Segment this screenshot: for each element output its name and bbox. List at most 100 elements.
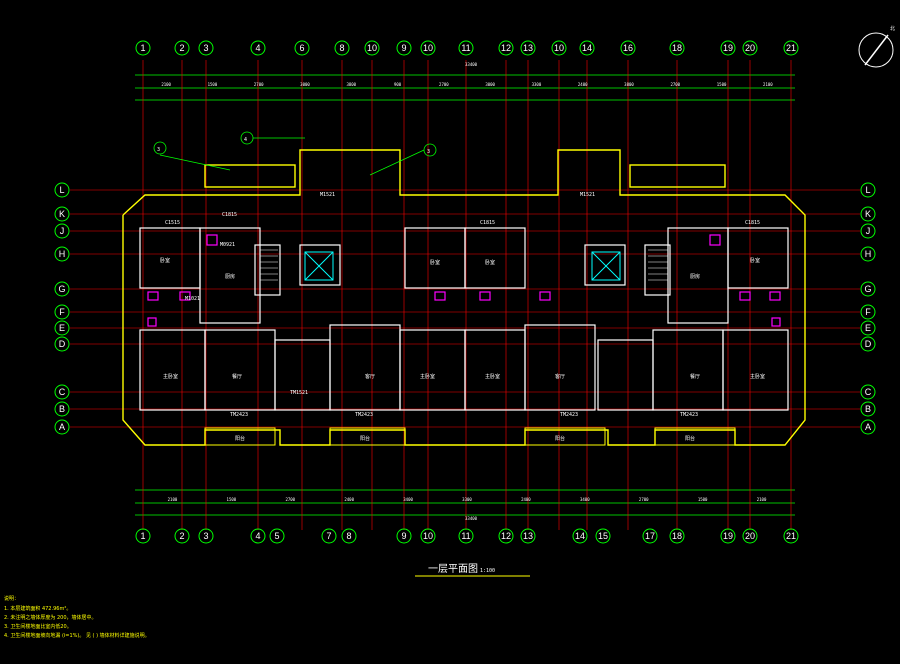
- axis-bubble-top-1: 1: [135, 40, 151, 56]
- dimension-text: 2700: [670, 82, 680, 87]
- axis-bubble-bottom-7: 7: [321, 528, 337, 544]
- window-tag: C1515: [165, 220, 180, 226]
- room-label-bedroom-3: 卧室: [485, 259, 495, 266]
- axis-label: D: [59, 339, 66, 349]
- axis-label: E: [865, 323, 871, 333]
- axis-label: 2: [179, 43, 184, 53]
- axis-bubble-left-H: H: [54, 246, 70, 262]
- axis-bubble-bottom-4: 4: [250, 528, 266, 544]
- door-tag: M1021: [185, 296, 200, 302]
- axis-label: 11: [461, 531, 470, 541]
- dimension-text: 3300: [532, 82, 542, 87]
- detail-callouts: [153, 131, 437, 176]
- note-line: 2. 未注明之墙体厚度为 200，墙体居中。: [4, 614, 97, 621]
- building-outline: [122, 149, 806, 446]
- drawing-title: 一层平面图: [428, 563, 478, 575]
- dimension-text: 1500: [717, 82, 727, 87]
- room-label-master-bedroom-3: 主卧室: [485, 373, 500, 380]
- axis-bubble-bottom-19: 19: [720, 528, 736, 544]
- dimension-text: 900: [394, 82, 402, 87]
- axis-label: 10: [423, 531, 433, 541]
- interior-walls: [139, 227, 789, 411]
- axis-bubble-bottom-2: 2: [174, 528, 190, 544]
- axis-label: H: [59, 249, 66, 259]
- axis-bubble-left-B: B: [54, 401, 70, 417]
- top-dimension-lines: [135, 74, 795, 101]
- axis-label: J: [60, 226, 65, 236]
- axis-label: 10: [423, 43, 433, 53]
- axis-label: H: [865, 249, 872, 259]
- note-line: 4. 卫生间楼地面坡向地漏 (i=1%)。 见 ( ) 墙体材料详建施说明。: [4, 632, 150, 639]
- axis-label: F: [865, 307, 871, 317]
- axis-bubble-left-D: D: [54, 336, 70, 352]
- axis-bubble-right-J: J: [860, 223, 876, 239]
- axis-label: B: [865, 404, 871, 414]
- dimension-text: 1500: [227, 497, 237, 502]
- door-tag: M0921: [220, 242, 235, 248]
- room-label-master-bedroom: 主卧室: [163, 373, 178, 380]
- door-tag: M1521: [320, 192, 335, 198]
- dimension-text: 2400: [344, 497, 354, 502]
- door-tag: TM2423: [560, 412, 578, 418]
- axis-label: L: [865, 185, 870, 195]
- note-line: 1. 本层建筑面积 472.96m²。: [4, 605, 71, 612]
- north-arrow-icon: 北: [858, 25, 895, 68]
- axis-label: 11: [461, 43, 470, 53]
- dimension-text: 2700: [639, 497, 649, 502]
- axis-bubble-top-2: 2: [174, 40, 190, 56]
- axis-bubble-bottom-15: 15: [595, 528, 611, 544]
- axis-label: 8: [346, 531, 351, 541]
- axis-label: 13: [523, 43, 533, 53]
- axis-label: 10: [554, 43, 564, 53]
- axis-bubble-right-C: C: [860, 384, 876, 400]
- room-label-master-bedroom-4: 主卧室: [750, 373, 765, 380]
- axis-bubble-right-B: B: [860, 401, 876, 417]
- elevator-shafts: [304, 251, 621, 281]
- dimension-text: 2400: [521, 497, 531, 502]
- axis-label: 7: [326, 531, 331, 541]
- axis-label: 19: [723, 531, 733, 541]
- axis-label: 2: [179, 531, 184, 541]
- axis-label: 4: [255, 43, 260, 53]
- axis-label: 4: [255, 531, 260, 541]
- axis-bubble-top-21: 21: [783, 40, 799, 56]
- axis-bubble-top-11: 11: [458, 40, 474, 56]
- axis-bubble-left-A: A: [54, 419, 70, 435]
- axis-label: 12: [501, 43, 511, 53]
- dimension-text: 1500: [208, 82, 218, 87]
- window-tag: C1815: [745, 220, 760, 226]
- room-label-master-bedroom-2: 主卧室: [420, 373, 435, 380]
- axis-bubble-left-E: E: [54, 320, 70, 336]
- room-label-living-2: 客厅: [555, 373, 565, 380]
- axis-label: K: [865, 209, 871, 219]
- window-tag: C1815: [222, 212, 237, 218]
- dimension-text: 1500: [698, 497, 708, 502]
- axis-label: 13: [523, 531, 533, 541]
- axis-label: A: [59, 422, 65, 432]
- axis-label: 14: [575, 531, 585, 541]
- dimension-text: 2100: [757, 497, 767, 502]
- callout-number: 3: [157, 147, 160, 153]
- axis-bubble-bottom-12: 12: [498, 528, 514, 544]
- dimension-text: 3800: [346, 82, 356, 87]
- axis-bubble-top-4: 4: [250, 40, 266, 56]
- axis-bubble-bottom-21: 21: [783, 528, 799, 544]
- axis-label: 20: [745, 43, 755, 53]
- axis-label: 1: [140, 43, 145, 53]
- axis-bubble-top-18: 18: [669, 40, 685, 56]
- dimension-text: 3300: [462, 497, 472, 502]
- axis-bubble-left-C: C: [54, 384, 70, 400]
- axis-label: C: [865, 387, 872, 397]
- axis-bubble-top-3: 3: [198, 40, 214, 56]
- axis-bubble-top-8: 8: [334, 40, 350, 56]
- axis-bubble-bottom-17: 17: [642, 528, 658, 544]
- axis-bubble-bottom-20: 20: [742, 528, 758, 544]
- room-label-bedroom-4: 卧室: [750, 257, 760, 264]
- axis-bubble-right-F: F: [860, 304, 876, 320]
